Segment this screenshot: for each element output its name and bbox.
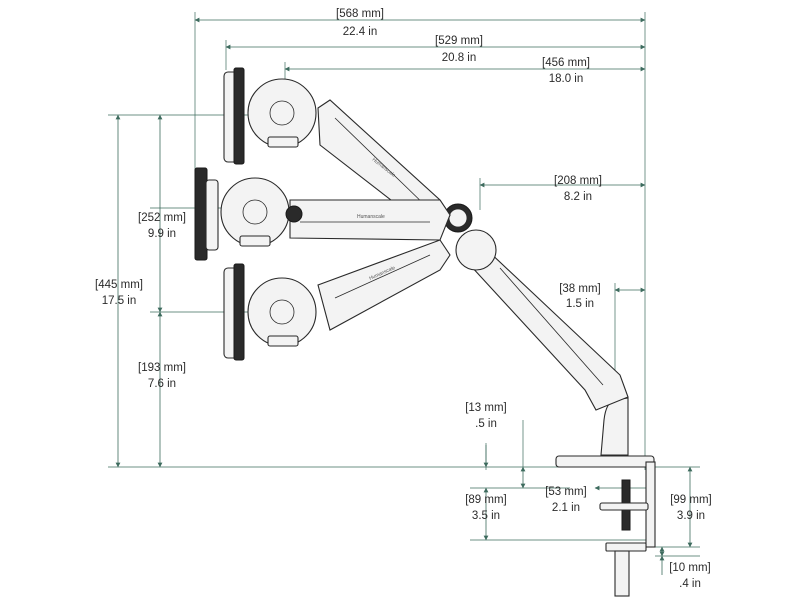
- min-height-mm: [193 mm]: [138, 362, 186, 374]
- arm-position-middle: Humanscale: [194, 167, 451, 261]
- desk-clamp: [555, 455, 656, 597]
- dimension-lines: [115, 17, 693, 575]
- clamp-min-in: .4 in: [679, 578, 701, 590]
- arm-position-low: Humanscale: [223, 239, 451, 361]
- clamp-width-mm: [53 mm]: [545, 486, 587, 498]
- pole-offset-in: 1.5 in: [566, 298, 594, 310]
- clamp-max-in: 3.9 in: [677, 510, 705, 522]
- clamp-depth-mm: [89 mm]: [465, 494, 507, 506]
- overall-width-in: 22.4 in: [343, 26, 378, 38]
- arm-logo-middle: Humanscale: [357, 214, 385, 220]
- min-height-in: 7.6 in: [148, 378, 176, 390]
- width-mid-in: 20.8 in: [442, 52, 477, 64]
- overall-height-mm: [445 mm]: [95, 279, 143, 291]
- clamp-min-mm: [10 mm]: [669, 562, 711, 574]
- pole-offset-mm: [38 mm]: [559, 283, 601, 295]
- base-height-mm: [13 mm]: [465, 402, 507, 414]
- clamp-max-mm: [99 mm]: [670, 494, 712, 506]
- arm-reach-mm: [208 mm]: [554, 175, 602, 187]
- base-height-in: .5 in: [475, 418, 497, 430]
- support-pole: [443, 203, 629, 456]
- width-min-mm: [456 mm]: [542, 57, 590, 69]
- width-min-in: 18.0 in: [549, 73, 584, 85]
- width-mid-mm: [529 mm]: [435, 35, 483, 47]
- clamp-depth-in: 3.5 in: [472, 510, 500, 522]
- dimension-labels: [568 mm] 22.4 in [529 mm] 20.8 in [456 m…: [95, 8, 712, 590]
- height-range-in: 9.9 in: [148, 228, 176, 240]
- clamp-width-in: 2.1 in: [552, 502, 580, 514]
- overall-height-in: 17.5 in: [102, 295, 137, 307]
- overall-width-mm: [568 mm]: [336, 8, 384, 20]
- height-range-mm: [252 mm]: [138, 212, 186, 224]
- arm-reach-in: 8.2 in: [564, 191, 592, 203]
